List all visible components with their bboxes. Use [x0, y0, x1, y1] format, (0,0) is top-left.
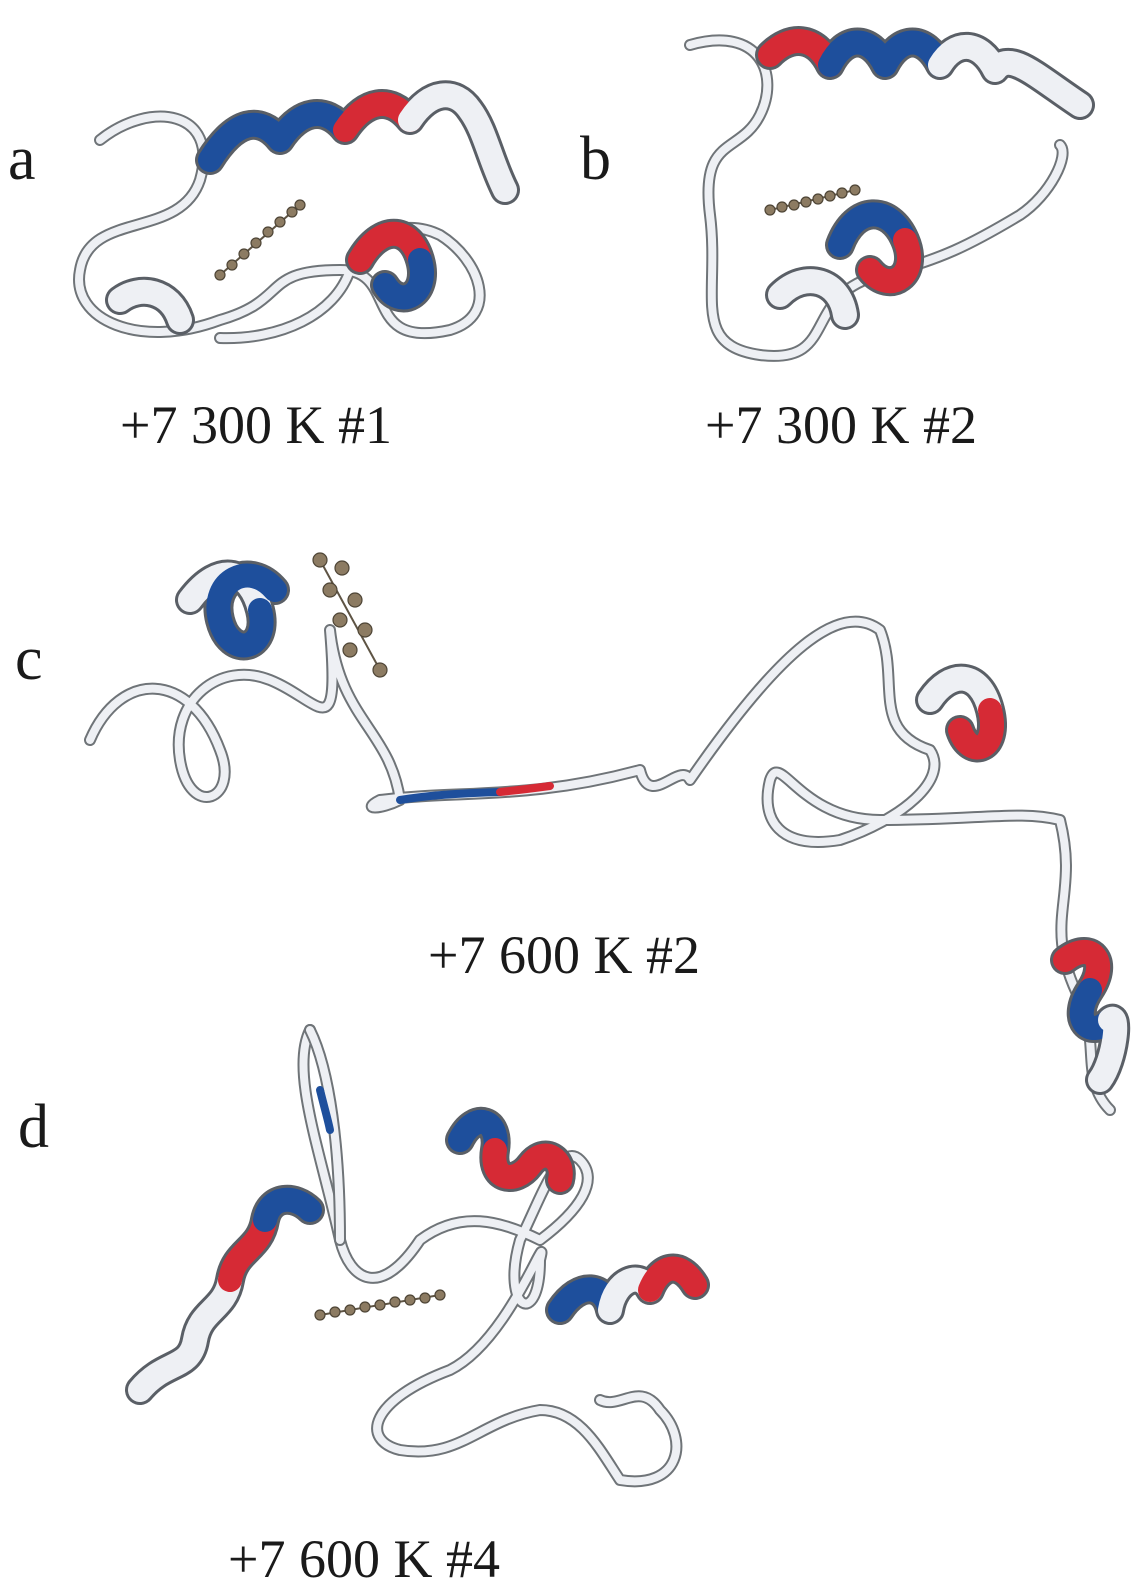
- panel-d-protein-structure: [120, 1010, 740, 1500]
- panel-b-caption: +7 300 K #2: [705, 398, 977, 452]
- panel-b-helix: [770, 41, 1080, 315]
- panel-c-letter: c: [15, 628, 43, 690]
- panel-b-coil: [690, 40, 1063, 356]
- panel-a-letter: a: [8, 128, 36, 190]
- panel-a-caption: +7 300 K #1: [120, 398, 392, 452]
- panel-b-protein-structure: [640, 15, 1100, 375]
- panel-b-letter: b: [580, 128, 611, 190]
- panel-a-heme: [215, 200, 305, 280]
- panel-a-protein-structure: [60, 20, 540, 380]
- panel-d-letter: d: [18, 1096, 49, 1158]
- panel-d-helix: [140, 1122, 695, 1390]
- panel-c-heme: [313, 553, 387, 677]
- panel-d-caption: +7 600 K #4: [228, 1532, 500, 1586]
- panel-c-caption: +7 600 K #2: [428, 928, 700, 982]
- panel-d-coil: [303, 1030, 676, 1481]
- panel-d-heme: [315, 1290, 445, 1320]
